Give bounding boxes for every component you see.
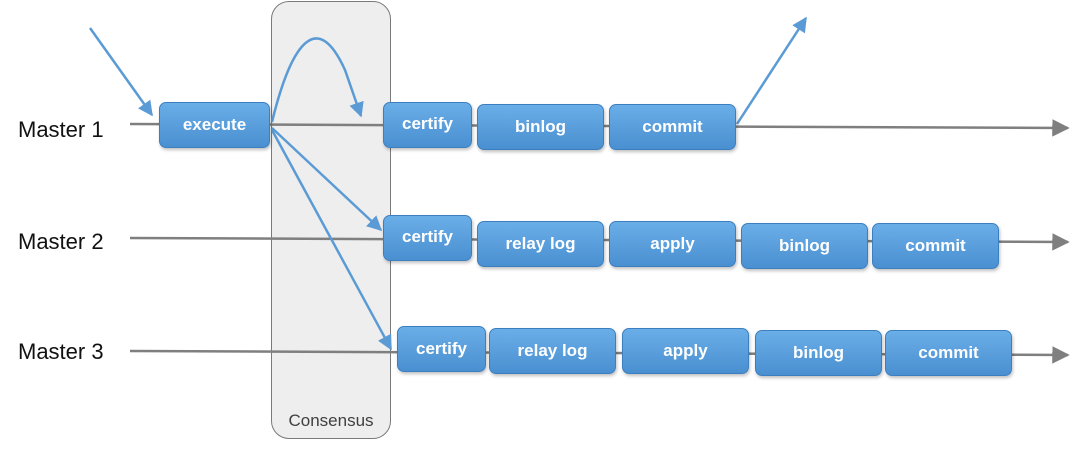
- master-2-step-binlog: binlog: [741, 223, 868, 269]
- master-3-label: Master 3: [18, 339, 104, 364]
- master-3-step-apply: apply: [622, 328, 749, 374]
- incoming-transaction-arrow: [88, 27, 154, 117]
- master-2-step-relay-log: relay log: [477, 221, 604, 267]
- master-1-step-binlog: binlog: [477, 104, 604, 150]
- master-3-step-certify: certify: [397, 326, 486, 372]
- master-1-step-certify: certify: [383, 102, 472, 148]
- master-3-step-binlog: binlog: [755, 330, 882, 376]
- master-2-step-certify: certify: [383, 215, 472, 261]
- master-2-step-commit: commit: [872, 223, 999, 269]
- outgoing-result-arrow: [735, 16, 808, 125]
- master-1-label: Master 1: [18, 117, 104, 142]
- master-3-step-relay-log: relay log: [489, 328, 616, 374]
- propagation-arrow-master-3: [270, 129, 393, 351]
- master-1-step-execute: execute: [159, 102, 270, 148]
- master-2-step-apply: apply: [609, 221, 736, 267]
- consensus-label: Consensus: [288, 411, 374, 430]
- master-2-label: Master 2: [18, 229, 104, 254]
- master-1-step-commit: commit: [609, 104, 736, 150]
- master-3-step-commit: commit: [885, 330, 1012, 376]
- propagation-arrow-master-2: [271, 127, 383, 232]
- consensus-loop-arrow: [270, 37, 364, 123]
